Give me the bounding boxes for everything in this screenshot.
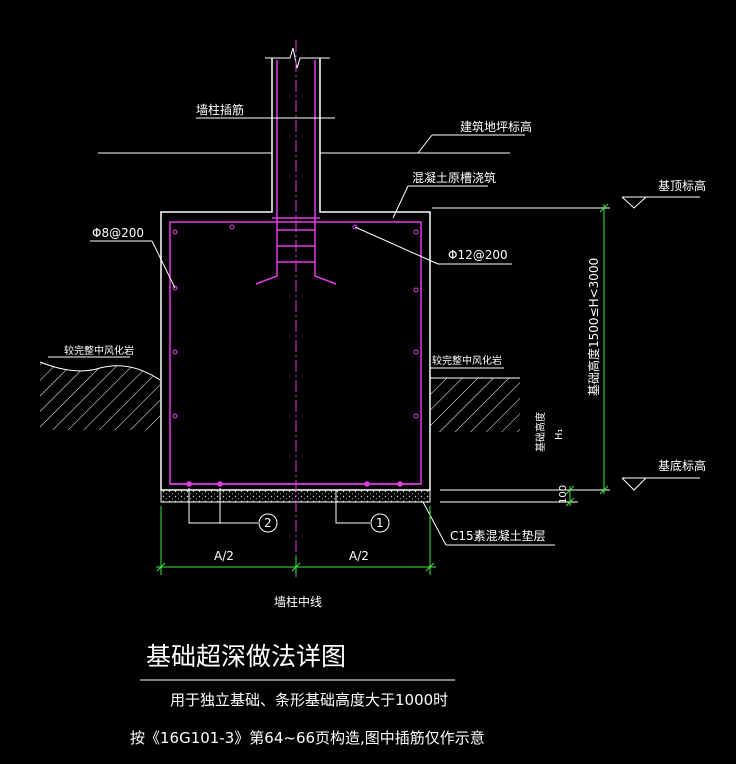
label-cushion-thickness: 100 [558,485,569,504]
label-wall-column-centerline: 墙柱中线 [274,594,322,609]
note-line-1: 用于独立基础、条形基础高度大于1000时 [170,691,448,709]
bubble-circle-2 [258,513,278,533]
label-weathered-rock-left: 较完整中风化岩 [64,344,134,357]
column-break-symbol [265,47,330,69]
label-wall-column-dowel: 墙柱插筋 [196,102,244,117]
label-cushion-layer: C15素混凝土垫层 [450,528,546,543]
label-bubble-1: 1 [376,516,384,530]
rock-hatch-right [430,377,520,432]
drawing-title: 基础超深做法详图 [146,642,346,671]
label-concrete-pour-pit: 混凝土原槽浇筑 [412,170,496,185]
note-line-2: 按《16G101-3》第64~66页构造,图中插筋仅作示意 [130,729,485,747]
label-foundation-bottom-elevation: 基底标高 [658,458,706,473]
label-foundation-height-range: 基础高度1500≤H<3000 [586,258,601,396]
label-stirrup-rebar: Φ8@200 [92,226,144,240]
bubble-circle-1 [370,513,390,533]
label-foundation-height-symbol: H₁ [554,428,565,440]
side-rebar-dots [172,224,419,419]
leader-lines [48,117,555,546]
bottom-rebar-dots [186,481,403,487]
elevation-markers [432,196,700,503]
label-dim-right: A/2 [349,549,369,563]
bubble-leaders [188,488,390,533]
label-building-ground-elevation: 建筑地坪标高 [460,119,532,134]
label-bubble-2: 2 [264,516,272,530]
label-weathered-rock-right: 较完整中风化岩 [432,354,502,367]
label-dim-left: A/2 [214,549,234,563]
rock-hatch-left [39,361,161,430]
dimension-lines [156,203,609,575]
label-main-rebar: Φ12@200 [448,248,508,262]
label-foundation-top-elevation: 基顶标高 [658,178,706,193]
label-foundation-height-caption: 基础高度 [534,412,547,452]
